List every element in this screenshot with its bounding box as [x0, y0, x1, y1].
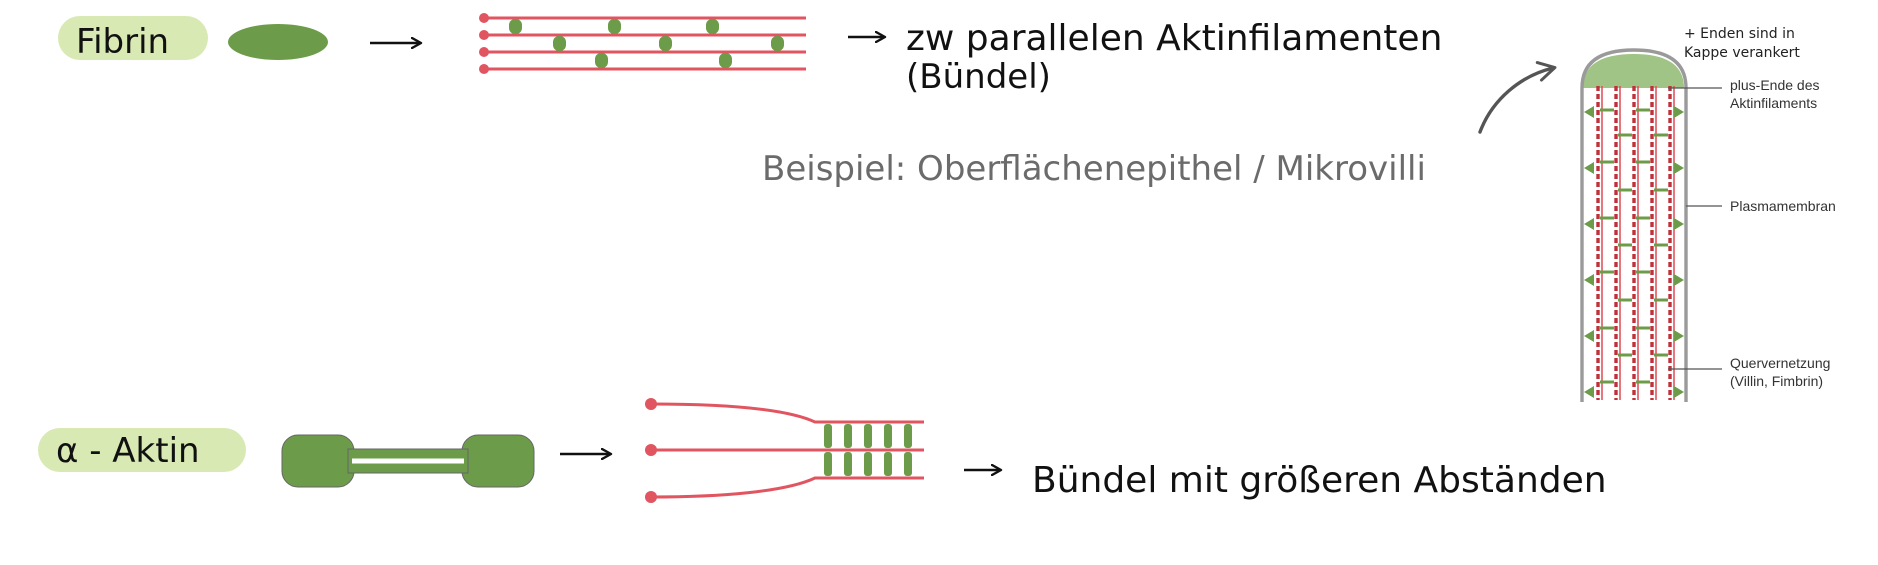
fibrin-tag: Fibrin: [76, 22, 169, 62]
fibrin-crosslink: [659, 36, 672, 51]
label-plus-end-line1: plus-Ende des: [1730, 77, 1820, 93]
fibrin-tag-pill: [58, 16, 208, 60]
label-crosslink-line1: Quervernetzung: [1730, 355, 1830, 371]
filament-minus-end: [479, 30, 489, 40]
alpha-aktin-tag-pill: [38, 428, 246, 472]
filament-minus-end: [479, 64, 489, 74]
filament: [650, 402, 924, 424]
fibrin-result-subtext: (Bündel): [906, 57, 1051, 97]
label-crosslink-line2: (Villin, Fimbrin): [1730, 373, 1823, 389]
alpha-actinin-dimer-shape: [281, 434, 535, 488]
microvillus-figure: + Enden sind in Kappe verankert: [1580, 26, 1836, 402]
alpha-aktin-result-text: Bündel mit größeren Abständen: [1032, 460, 1607, 501]
filament-minus-end: [645, 491, 657, 503]
curved-arrow-icon: [1478, 61, 1557, 134]
alpha-actinin-row: α - Aktin: [38, 398, 1607, 503]
cap-note-line1: + Enden sind in: [1684, 26, 1795, 42]
microvillus-cap: [1583, 54, 1684, 88]
dimer-head-left: [281, 434, 355, 488]
parallel-filament-bundle: [479, 13, 806, 74]
filament-minus-end: [645, 444, 657, 456]
membrane-anchors: [1584, 106, 1684, 398]
label-plus-end-line2: Aktinfilaments: [1730, 95, 1817, 111]
fibrin-crosslink: [595, 53, 608, 68]
fibrin-crosslink: [719, 53, 732, 68]
cap-note-line2: Kappe verankert: [1684, 45, 1800, 61]
loose-filament-bundle: [645, 398, 924, 503]
label-plasma-membrane: Plasmamembran: [1730, 198, 1836, 214]
villin-fimbrin-crosslinks: [1600, 108, 1668, 384]
microvillus-filaments-shade: [1601, 86, 1675, 400]
filament: [650, 476, 924, 499]
microvillus-filaments: [1596, 86, 1672, 400]
filament-minus-end: [645, 398, 657, 410]
dimer-head-right: [461, 434, 535, 488]
fibrin-crosslink: [608, 19, 621, 34]
fibrin-result-text: zw parallelen Aktinfilamenten: [906, 18, 1442, 59]
fibrin-row: Fibrin zw parallelen Aktinfilamenten (Bü…: [58, 13, 1442, 97]
filament-minus-end: [479, 13, 489, 23]
alpha-actinin-crosslinks: [824, 424, 912, 476]
plasma-membrane: [1580, 48, 1688, 402]
example-text: Beispiel: Oberflächenepithel / Mikrovill…: [762, 149, 1426, 189]
filament-minus-end: [479, 47, 489, 57]
fibrin-crosslink: [509, 19, 522, 34]
fibrin-crosslink: [553, 36, 566, 51]
alpha-aktin-tag: α - Aktin: [56, 431, 200, 471]
fibrin-crosslink: [706, 19, 719, 34]
fibrin-crosslink: [771, 36, 784, 51]
fibrin-protein-shape: [228, 24, 328, 60]
